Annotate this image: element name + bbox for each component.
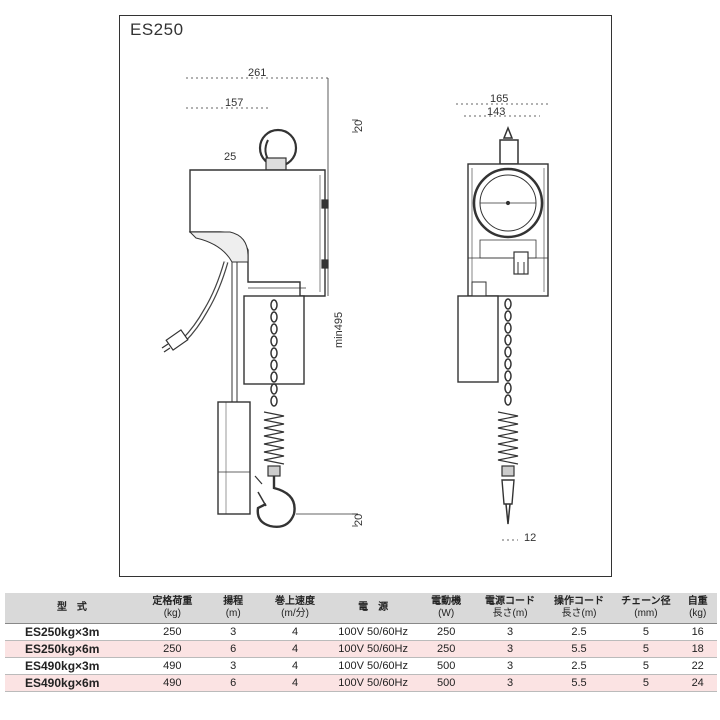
side-view-dimension-labels: 261 157 25 20 min495 20: [224, 67, 365, 526]
spec-table-header: 型 式 定格荷重(kg) 揚程(m) 巻上速度(m/分) 電 源 電動機(W) …: [5, 593, 717, 624]
header-speed: 巻上速度(m/分): [260, 593, 330, 624]
front-view-dimension-labels: 165 143 12: [487, 93, 536, 544]
dim-261: 261: [248, 67, 266, 79]
cell-control-cord: 2.5: [544, 657, 614, 675]
dim-top-20: 20: [353, 120, 365, 132]
dim-25: 25: [224, 151, 236, 163]
cell-speed: 4: [260, 640, 330, 658]
cell-lift: 6: [205, 640, 261, 658]
cell-rated-load: 490: [138, 674, 206, 692]
drawing-frame: [119, 15, 612, 577]
cell-motor: 500: [416, 657, 476, 675]
cell-weight: 16: [678, 623, 717, 641]
header-chain-diameter: チェーン径(mm): [613, 593, 679, 624]
header-motor: 電動機(W): [416, 593, 476, 624]
table-row: ES250kg×3m 250 3 4 100V 50/60Hz 250 3 2.…: [5, 623, 717, 641]
cell-lift: 3: [205, 623, 261, 641]
cell-lift: 6: [205, 674, 261, 692]
cell-speed: 4: [260, 657, 330, 675]
cell-weight: 24: [678, 674, 717, 692]
cell-power-cord: 3: [475, 657, 545, 675]
cell-control-cord: 5.5: [544, 640, 614, 658]
dim-143: 143: [487, 106, 505, 118]
side-view: [161, 77, 358, 528]
cell-weight: 18: [678, 640, 717, 658]
header-power: 電 源: [329, 593, 417, 624]
cell-power-cord: 3: [475, 623, 545, 641]
dim-12: 12: [524, 532, 536, 544]
cell-power-cord: 3: [475, 640, 545, 658]
cell-model: ES250kg×6m: [5, 640, 139, 658]
cell-chain-diameter: 5: [613, 640, 679, 658]
cell-weight: 22: [678, 657, 717, 675]
cell-motor: 500: [416, 674, 476, 692]
cell-motor: 250: [416, 640, 476, 658]
cell-chain-diameter: 5: [613, 623, 679, 641]
cell-rated-load: 250: [138, 623, 206, 641]
dim-bottom-20: 20: [353, 514, 365, 526]
header-weight: 自重(kg): [678, 593, 717, 624]
spec-table: 型 式 定格荷重(kg) 揚程(m) 巻上速度(m/分) 電 源 電動機(W) …: [5, 593, 717, 692]
header-power-cord: 電源コード長さ(m): [475, 593, 545, 624]
cell-power: 100V 50/60Hz: [329, 657, 417, 675]
table-row: ES250kg×6m 250 6 4 100V 50/60Hz 250 3 5.…: [5, 640, 717, 658]
cell-model: ES490kg×3m: [5, 657, 139, 675]
cell-power: 100V 50/60Hz: [329, 674, 417, 692]
cell-model: ES490kg×6m: [5, 674, 139, 692]
cell-control-cord: 5.5: [544, 674, 614, 692]
dim-min495: min495: [333, 312, 345, 348]
cell-power: 100V 50/60Hz: [329, 623, 417, 641]
cell-control-cord: 2.5: [544, 623, 614, 641]
cell-speed: 4: [260, 623, 330, 641]
cell-model: ES250kg×3m: [5, 623, 139, 641]
drawing-model-title: ES250: [130, 20, 184, 39]
cell-power-cord: 3: [475, 674, 545, 692]
header-model: 型 式: [5, 593, 139, 624]
header-lift: 揚程(m): [205, 593, 261, 624]
cell-speed: 4: [260, 674, 330, 692]
cell-chain-diameter: 5: [613, 657, 679, 675]
dim-157: 157: [225, 97, 243, 109]
header-rated-load: 定格荷重(kg): [138, 593, 206, 624]
table-row: ES490kg×6m 490 6 4 100V 50/60Hz 500 3 5.…: [5, 674, 717, 692]
front-view: [456, 103, 549, 541]
table-row: ES490kg×3m 490 3 4 100V 50/60Hz 500 3 2.…: [5, 657, 717, 675]
cell-lift: 3: [205, 657, 261, 675]
cell-rated-load: 490: [138, 657, 206, 675]
cell-power: 100V 50/60Hz: [329, 640, 417, 658]
header-control-cord: 操作コード長さ(m): [544, 593, 614, 624]
cell-rated-load: 250: [138, 640, 206, 658]
cell-chain-diameter: 5: [613, 674, 679, 692]
dim-165: 165: [490, 93, 508, 105]
cell-motor: 250: [416, 623, 476, 641]
